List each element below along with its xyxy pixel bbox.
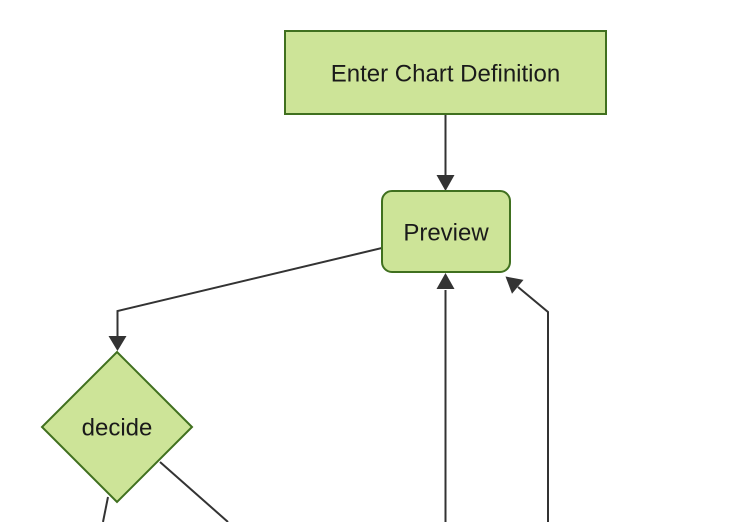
edge-preview-to-decide <box>108 247 383 351</box>
edge-return-to-preview-center <box>436 273 455 522</box>
edge-enter-to-preview <box>436 114 455 191</box>
edge-return-to-preview-right <box>505 276 549 522</box>
edge-return-right-line <box>517 286 549 522</box>
edge-preview-to-decide-line <box>116 247 383 340</box>
node-decide-diamond <box>40 350 194 504</box>
arrowhead-into-preview-bottom <box>436 273 455 289</box>
node-preview: Preview <box>381 190 511 273</box>
node-enter-chart-definition-label: Enter Chart Definition <box>331 61 560 88</box>
arrowhead-into-preview-top <box>436 175 455 191</box>
node-preview-label: Preview <box>403 220 489 247</box>
node-decide: decide <box>40 350 194 504</box>
node-enter-chart-definition-box <box>284 30 607 115</box>
node-preview-box <box>381 190 511 273</box>
arrowhead-into-preview-corner <box>505 276 524 294</box>
edge-decide-out-right <box>159 461 229 522</box>
node-enter-chart-definition: Enter Chart Definition <box>284 30 607 115</box>
edge-decide-out-left <box>102 496 109 522</box>
node-decide-label: decide <box>82 415 153 442</box>
arrowhead-into-decide-top <box>108 336 127 351</box>
